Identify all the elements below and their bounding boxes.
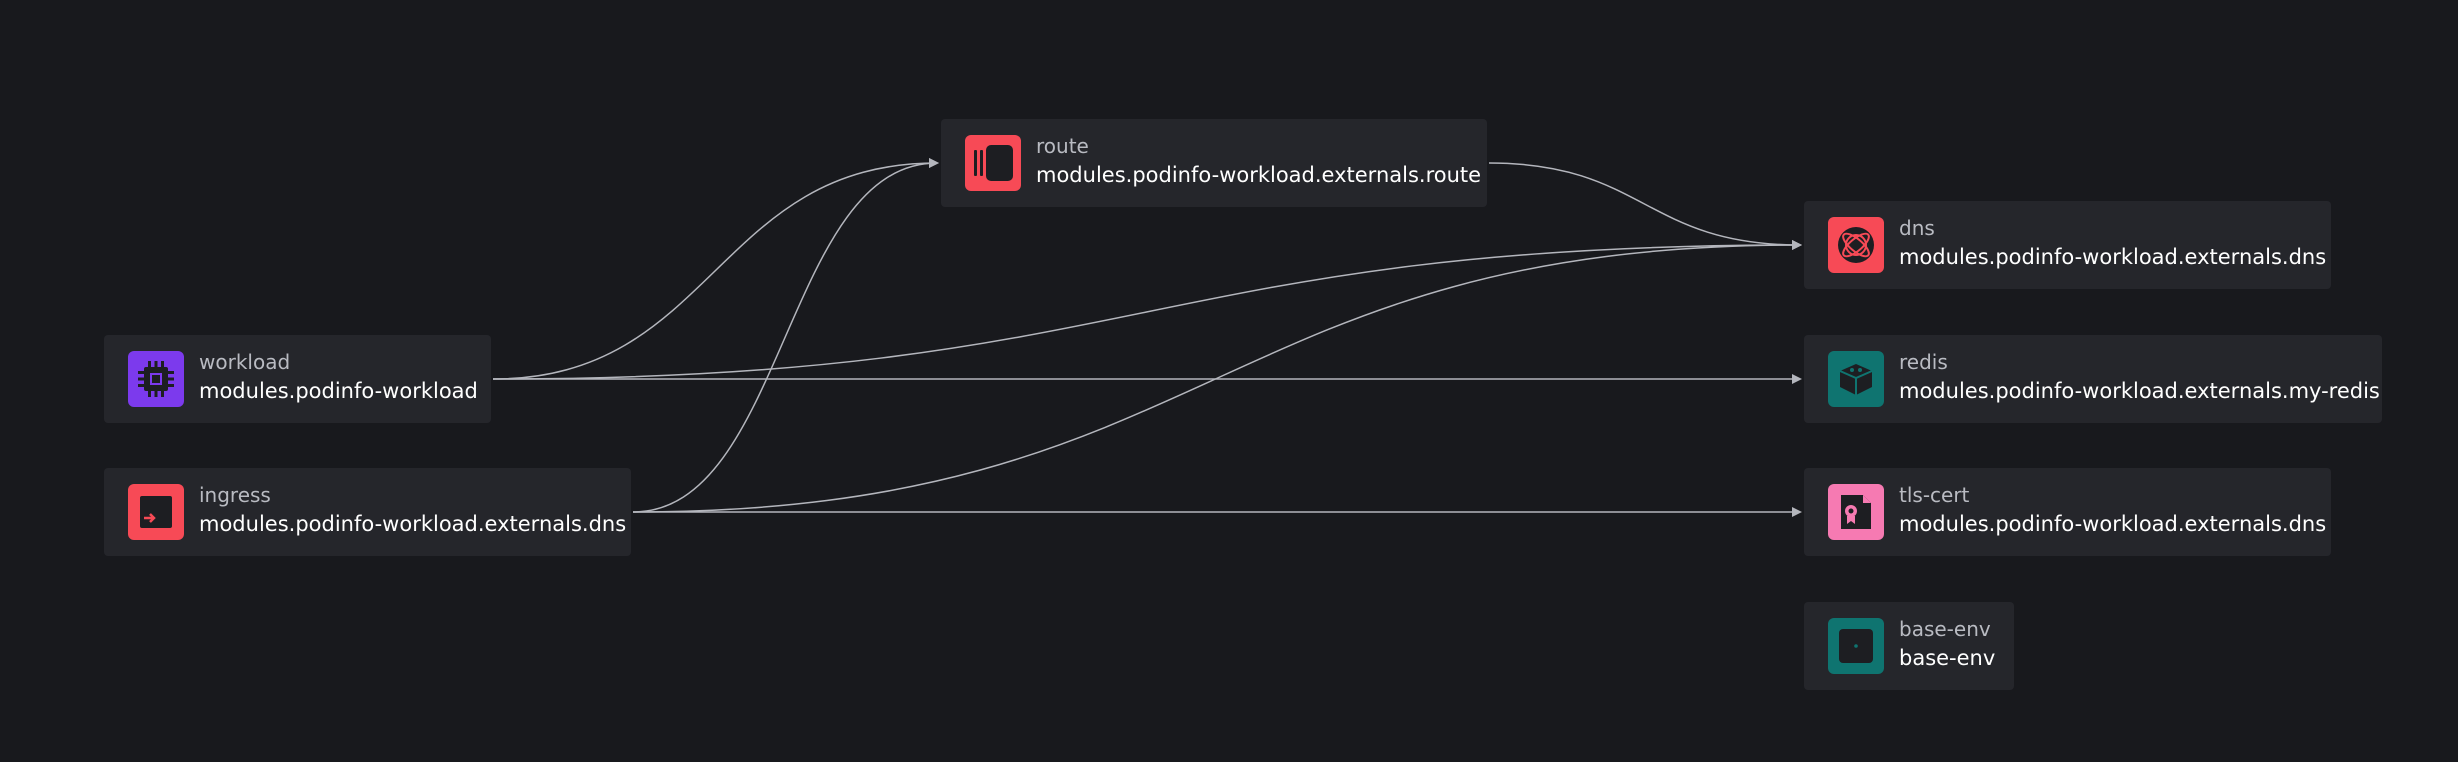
node-identifier: modules.podinfo-workload.externals.dns (199, 512, 627, 536)
node-kind: workload (199, 350, 291, 374)
database-icon (1828, 351, 1884, 407)
node-dns[interactable]: dns modules.podinfo-workload.externals.d… (1804, 201, 2331, 289)
node-tls-cert[interactable]: tls-cert modules.podinfo-workload.extern… (1804, 468, 2331, 556)
globe-icon (1828, 217, 1884, 273)
node-identifier: modules.podinfo-workload.externals.dns (1899, 245, 2327, 269)
certificate-icon (1828, 484, 1884, 540)
route-icon (965, 135, 1021, 191)
edge-route-to-dns (1488, 162, 1802, 250)
node-identifier: modules.podinfo-workload.externals.route (1036, 163, 1482, 187)
node-identifier: modules.podinfo-workload.externals.my-re… (1899, 379, 2380, 403)
node-identifier: base-env (1899, 646, 1996, 670)
node-kind: ingress (199, 483, 271, 507)
node-redis[interactable]: redis modules.podinfo-workload.externals… (1804, 335, 2382, 423)
edge-ingress-to-route (632, 158, 939, 513)
login-arrow-icon (128, 484, 184, 540)
node-route[interactable]: route modules.podinfo-workload.externals… (941, 119, 1487, 207)
node-identifier: modules.podinfo-workload.externals.dns (1899, 512, 2327, 536)
edge-workload-to-dns (492, 240, 1802, 380)
dot-box-icon (1828, 618, 1884, 674)
edge-ingress-to-dns (632, 240, 1802, 513)
node-kind: route (1036, 134, 1089, 158)
node-base-env[interactable]: base-env base-env (1804, 602, 2014, 690)
node-ingress[interactable]: ingress modules.podinfo-workload.externa… (104, 468, 631, 556)
chip-icon (128, 351, 184, 407)
node-identifier: modules.podinfo-workload (199, 379, 478, 403)
node-kind: base-env (1899, 617, 1991, 641)
node-kind: tls-cert (1899, 483, 1970, 507)
node-kind: dns (1899, 216, 1935, 240)
node-workload[interactable]: workload modules.podinfo-workload (104, 335, 491, 423)
node-kind: redis (1899, 350, 1948, 374)
edge-workload-to-route (492, 158, 939, 380)
